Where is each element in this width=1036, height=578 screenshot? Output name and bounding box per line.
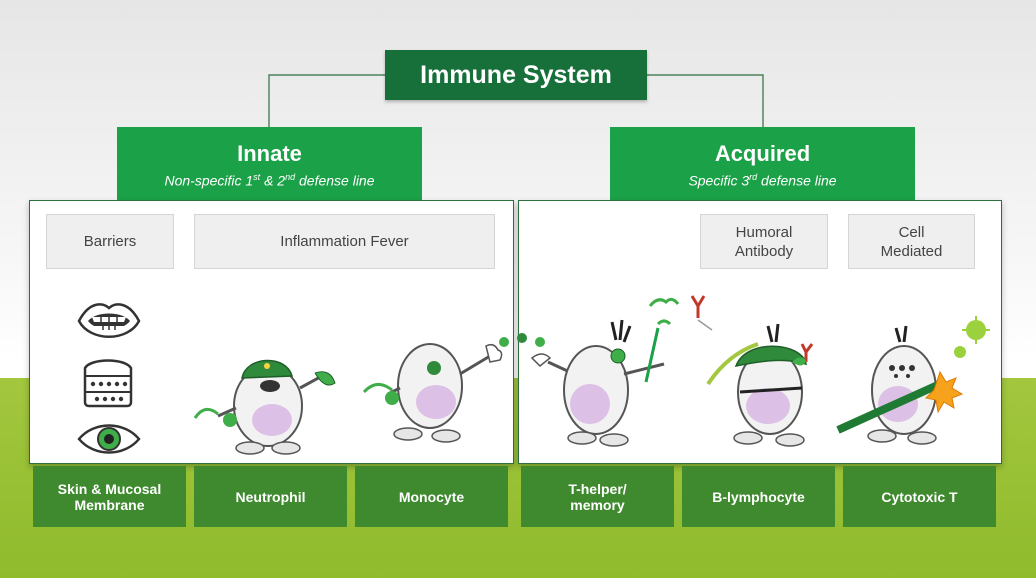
flying-particles (499, 333, 545, 347)
cell-label-neutrophil: Neutrophil (194, 466, 347, 527)
monocyte-cartoon (362, 343, 503, 443)
root-node-immune-system: Immune System (385, 50, 647, 100)
root-title: Immune System (420, 60, 612, 89)
acquired-title: Acquired (714, 141, 811, 166)
b-lymphocyte-cartoon (706, 323, 814, 447)
eye-icon (77, 424, 141, 454)
branch-acquired: Acquired Specific 3rd defense line (610, 127, 915, 201)
cell-label-b-lymphocyte: B-lymphocyte (682, 466, 835, 527)
innate-title: Innate (237, 141, 302, 166)
tag-barriers: Barriers (46, 214, 174, 269)
tag-cell-mediated: Cell Mediated (848, 214, 975, 269)
skin-layer-icon (83, 359, 133, 408)
floating-antigens (648, 295, 713, 331)
branch-innate: Innate Non-specific 1st & 2nd defense li… (117, 127, 422, 201)
cytotoxic-t-cartoon (836, 316, 990, 445)
cell-label-cytotoxic-t: Cytotoxic T (843, 466, 996, 527)
cell-label-skin-mucosal-membrane: Skin & Mucosal Membrane (33, 466, 186, 527)
mouth-icon (77, 303, 141, 338)
innate-subtitle: Non-specific 1st & 2nd defense line (164, 172, 375, 189)
cell-label-t-helper-memory: T-helper/ memory (521, 466, 674, 527)
tag-inflammation-fever: Inflammation Fever (194, 214, 495, 269)
cell-label-monocyte: Monocyte (355, 466, 508, 527)
neutrophil-cartoon (193, 359, 336, 455)
acquired-subtitle: Specific 3rd defense line (688, 172, 837, 189)
tag-humoral-antibody: Humoral Antibody (700, 214, 828, 269)
t-helper-cartoon (530, 319, 665, 447)
